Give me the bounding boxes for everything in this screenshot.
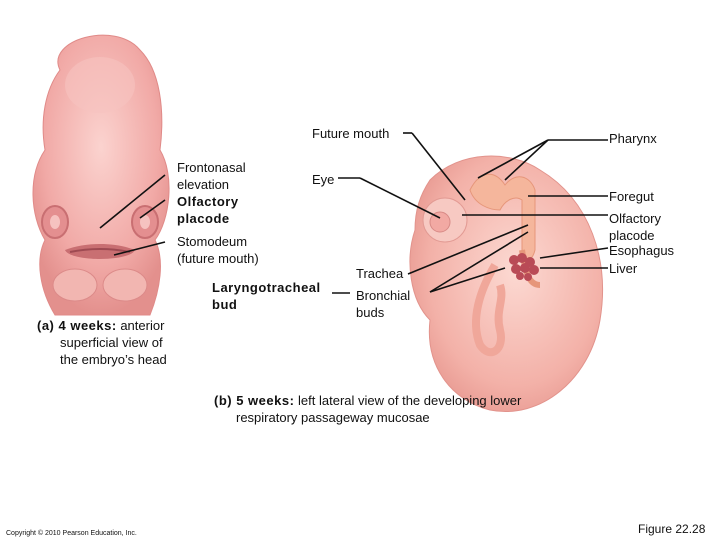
- leader-lines: [99, 132, 609, 294]
- liver-label: Liver: [609, 261, 638, 276]
- bronchial-label-line2: buds: [356, 305, 385, 320]
- foregut-label: Foregut: [609, 189, 654, 204]
- stomodeum-label-line2: (future mouth): [177, 251, 259, 266]
- olfactory-placode-left-line1: Olfactory: [177, 194, 239, 209]
- embryo-lateral: [409, 155, 603, 412]
- caption-a-line1: (a) 4 weeks: anterior: [37, 318, 164, 334]
- figure-number: Figure 22.28: [638, 522, 706, 536]
- caption-b-line2: respiratory passageway mucosae: [236, 410, 430, 425]
- caption-a-line3: the embryo’s head: [60, 352, 167, 367]
- caption-b-text1: left lateral view of the developing lowe…: [294, 393, 522, 408]
- stomodeum-label-line1: Stomodeum: [177, 234, 248, 249]
- caption-a-line2: superficial view of: [60, 335, 163, 350]
- caption-b-line1: (b) 5 weeks: left lateral view of the de…: [214, 393, 521, 409]
- caption-a-prefix: (a) 4 weeks:: [37, 318, 117, 333]
- olfactory-placode-right-line1: Olfactory: [609, 211, 662, 226]
- laryngotracheal-label-line1: Laryngotracheal: [212, 280, 321, 295]
- bronchial-label-line1: Bronchial: [356, 288, 411, 303]
- olfactory-placode-left-line2: placode: [177, 211, 230, 226]
- caption-a-text1: anterior: [116, 318, 165, 333]
- caption-b-prefix: (b) 5 weeks:: [214, 393, 295, 408]
- laryngotracheal-label-line2: bud: [212, 297, 238, 312]
- frontonasal-label-line1: Frontonasal: [177, 160, 246, 175]
- pharynx-label: Pharynx: [609, 131, 657, 146]
- future-mouth-label: Future mouth: [312, 126, 390, 141]
- copyright-notice: Copyright © 2010 Pearson Education, Inc.: [6, 530, 137, 537]
- esophagus-label: Esophagus: [609, 243, 675, 258]
- embryo-head-anterior: [32, 34, 170, 316]
- olfactory-placode-right-line2: placode: [609, 228, 655, 243]
- eye-label: Eye: [312, 172, 335, 187]
- frontonasal-label-line2: elevation: [177, 177, 230, 192]
- trachea-label: Trachea: [356, 266, 404, 281]
